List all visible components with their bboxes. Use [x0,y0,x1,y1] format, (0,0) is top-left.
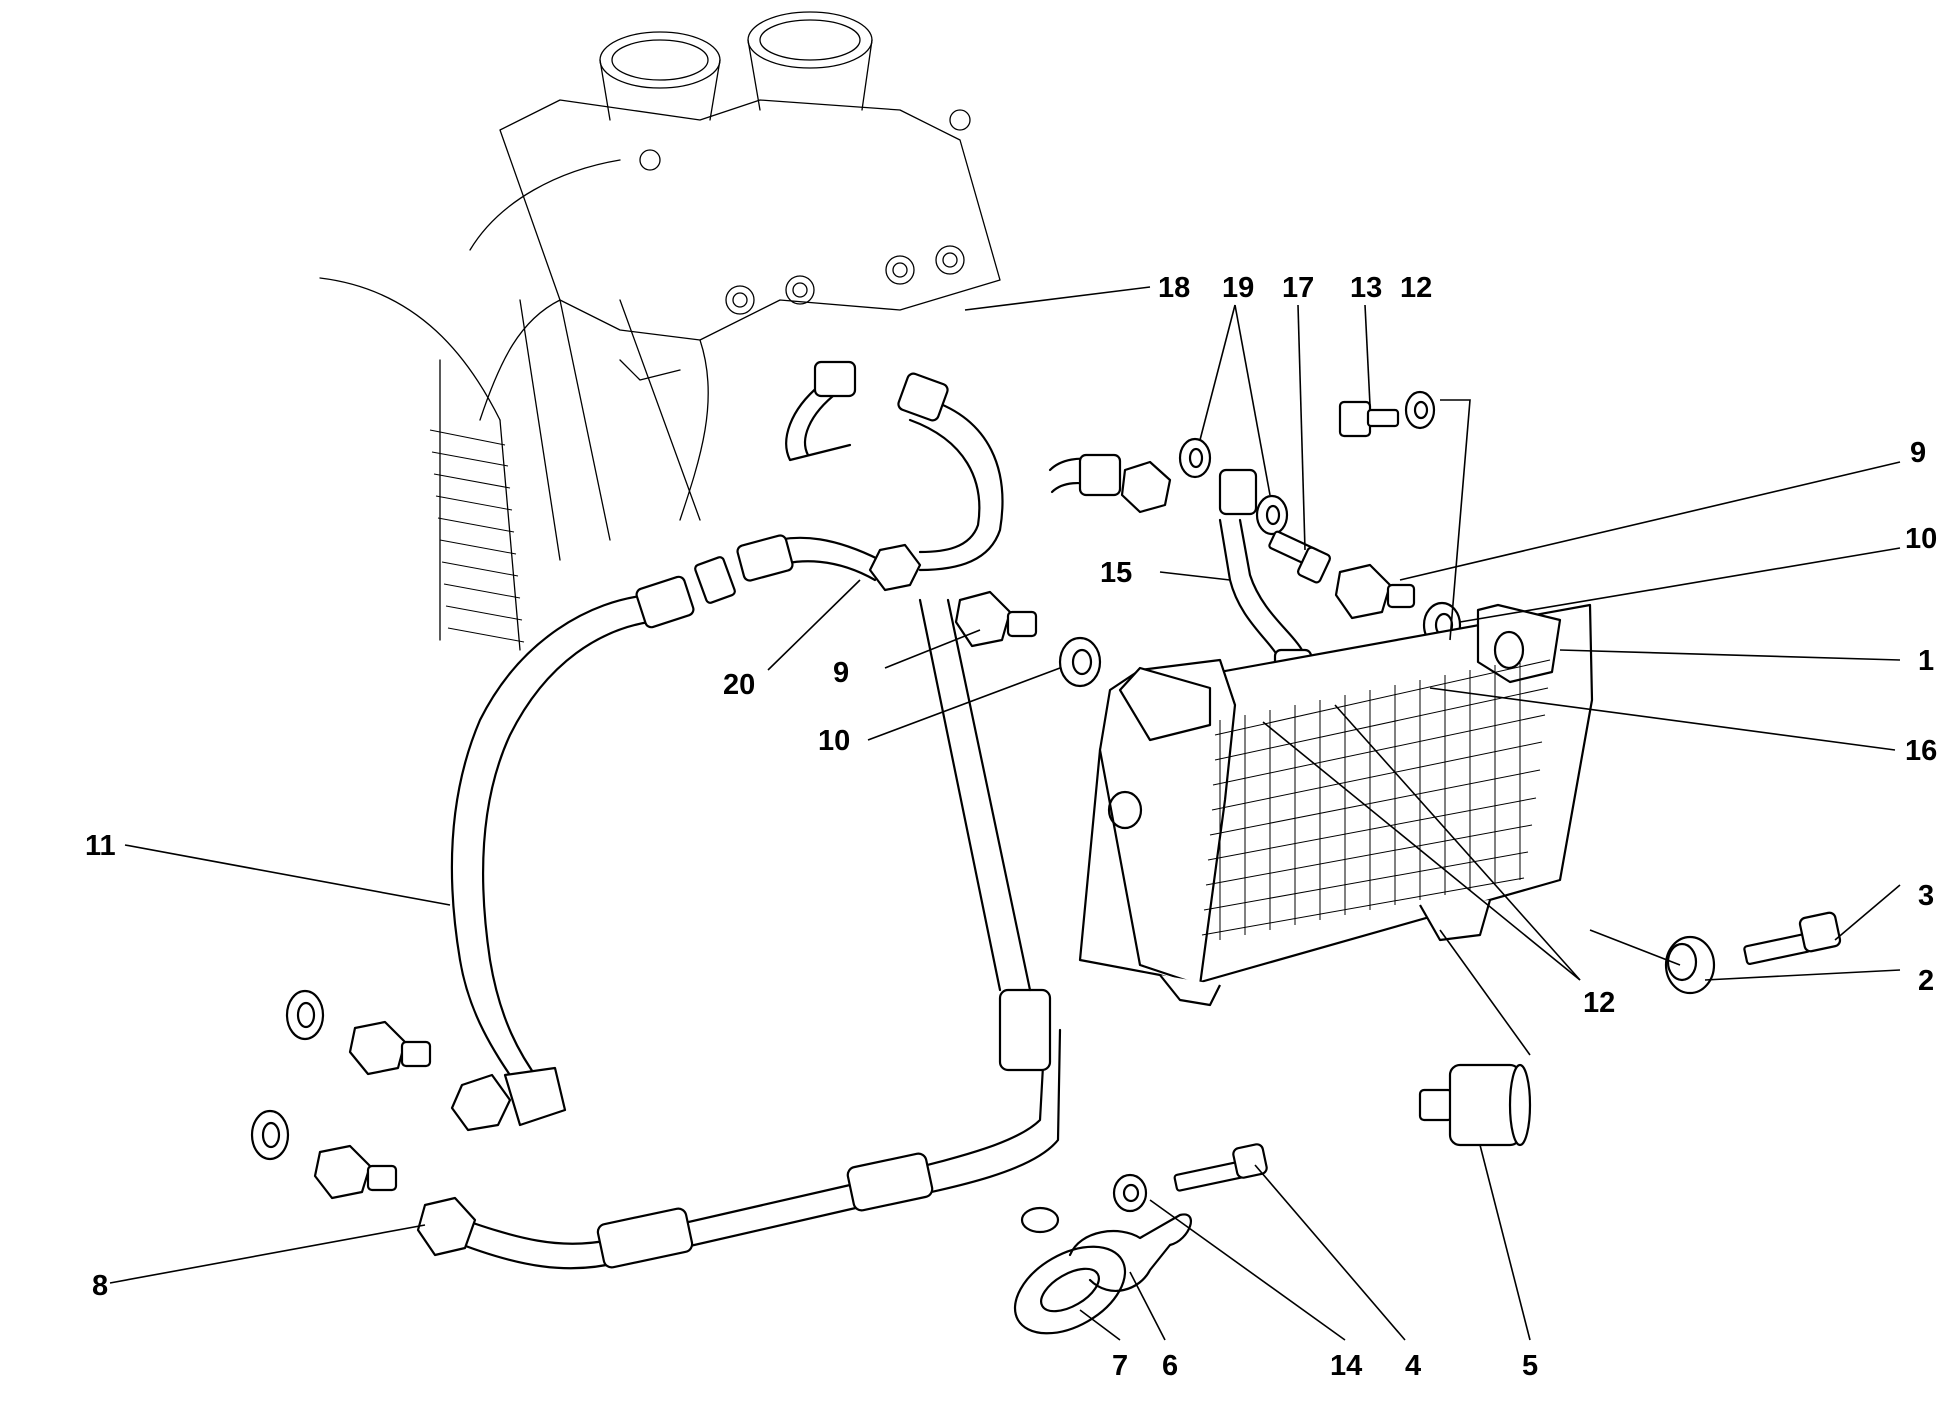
banjo-nut [450,1073,512,1132]
callout-3: 3 [1918,880,1934,912]
callout-13: 13 [1350,272,1382,304]
hose-8 [416,988,1062,1270]
hose-upper-loop [785,360,1004,572]
callout-14: 14 [1330,1350,1362,1382]
hose-ferrule [596,1207,694,1269]
fittings-lower-left [250,989,432,1200]
washer-10-lower [1058,636,1102,688]
hose-ferrule [846,1152,934,1212]
washer-14 [1020,1173,1148,1234]
washers-19 [1178,437,1289,536]
oil-cooler [1078,603,1594,1007]
callout-1: 1 [1918,645,1934,677]
spacer-5 [1418,1063,1532,1147]
hose-fitting [897,372,949,422]
hose-ferrule [635,575,695,629]
hose-fitting [813,360,857,398]
callout-19: 19 [1222,272,1254,304]
callout-12-bottom: 12 [1583,987,1615,1019]
cooler-end-cap-left [1118,666,1212,742]
screw-3 [1743,911,1842,965]
washer-12-top [1404,390,1436,430]
cooler-mount-foot-right [1419,899,1492,942]
callout-4: 4 [1405,1350,1421,1382]
hose-fitting [1078,453,1122,497]
hose-nut [1120,460,1172,514]
callout-12-top: 12 [1400,272,1432,304]
leader-lines [109,286,1901,1341]
union-9-lower [954,590,1038,648]
clip-6 [1068,1213,1192,1292]
hose-nut [868,543,922,592]
callout-10-left: 10 [818,725,850,757]
callout-2: 2 [1918,965,1934,997]
callout-16: 16 [1905,735,1937,767]
hose-11 [450,575,695,1132]
callout-10-right: 10 [1905,523,1937,555]
hose-clamp [694,556,736,604]
bolt-13 [1338,400,1400,438]
union-9-upper [1334,563,1416,620]
hose-8-nut [416,1196,477,1257]
callout-9-left: 9 [833,657,849,689]
callout-15: 15 [1100,557,1132,589]
grommet-7 [1013,1245,1127,1335]
hose-20-junction [694,534,922,604]
grommet-2 [1664,935,1716,995]
callout-8: 8 [92,1270,108,1302]
hose-fitting [736,534,794,582]
engine-outline [319,11,1001,651]
cooler-fins [1201,659,1551,940]
callout-20: 20 [723,669,755,701]
callout-labels: 18 19 17 13 12 9 10 1 16 15 20 9 10 11 3… [85,272,1937,1382]
bolt-17 [1268,530,1331,584]
screw-4 [1173,1143,1268,1192]
callout-5: 5 [1522,1350,1538,1382]
hose-vertical [918,598,1032,992]
hose-to-cooler [1048,453,1172,514]
hose-ferrule [998,988,1052,1072]
cooler-mount-foot [1159,974,1221,1007]
callout-11: 11 [85,830,116,862]
callout-18: 18 [1158,272,1190,304]
callout-7: 7 [1112,1350,1128,1382]
banjo-top [1218,468,1258,516]
cylinder-fins [429,429,525,643]
banjo-elbow [503,1066,567,1127]
callout-6: 6 [1162,1350,1178,1382]
callout-17: 17 [1282,272,1314,304]
callout-9-right: 9 [1910,437,1926,469]
